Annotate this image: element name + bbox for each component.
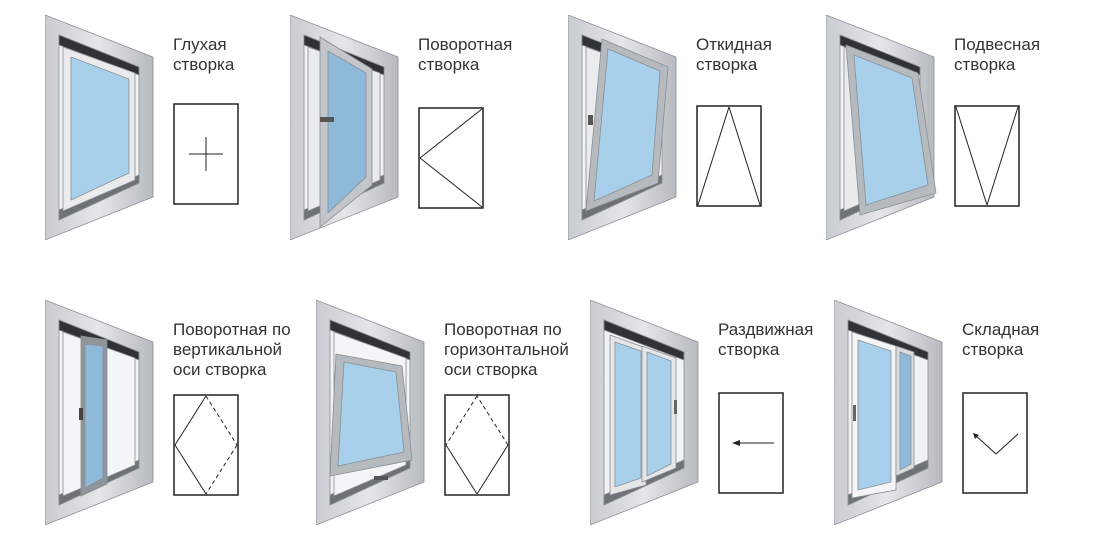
symbol-line: [205, 444, 238, 495]
folding-symbol-icon: [962, 392, 1028, 494]
symbol-frame: [696, 105, 762, 207]
turn-symbol-icon: [418, 107, 484, 209]
symbol-frame: [444, 394, 510, 496]
vertical-pivot-symbol-icon: [173, 394, 239, 496]
symbol-line: [174, 395, 207, 446]
window-illustration: [45, 15, 154, 240]
window-top-shadow: [603, 319, 685, 361]
glass: [337, 361, 405, 467]
window-type-sliding: Раздвижная створка: [590, 300, 850, 540]
window-type-turn: Поворотная створка: [290, 15, 550, 255]
window-type-label: Поворотная по горизонтальной оси створка: [444, 320, 569, 379]
window-type-label: Раздвижная створка: [718, 320, 814, 359]
glass-right: [646, 351, 672, 477]
symbol-line: [419, 108, 483, 159]
symbol-line: [955, 106, 988, 206]
symbol-line: [445, 395, 478, 446]
window-illustration: [568, 15, 677, 240]
horizontal-pivot-symbol-icon: [444, 394, 510, 496]
symbol-line: [476, 395, 509, 446]
symbol-line: [476, 444, 509, 495]
glass-left: [857, 339, 892, 491]
glass: [853, 54, 929, 206]
window-illustration: [826, 15, 937, 240]
glass: [327, 50, 367, 214]
window-illustration: [316, 300, 425, 525]
window-type-tilt: Откидная створка: [568, 15, 828, 255]
symbol-frame: [954, 105, 1020, 207]
window-type-label: Складная створка: [962, 320, 1040, 359]
glass: [70, 56, 130, 201]
symbol-line: [995, 433, 1019, 455]
symbol-line: [445, 444, 478, 495]
window-illustration: [290, 15, 399, 240]
handle-icon: [320, 117, 334, 122]
window-type-label: Глухая створка: [173, 35, 235, 74]
symbol-line: [986, 106, 1019, 206]
window-illustration: [45, 300, 154, 525]
window-type-hung: Подвесная створка: [826, 15, 1086, 255]
symbol-line: [697, 106, 730, 206]
symbol-frame: [418, 107, 484, 209]
symbol-line: [205, 395, 238, 446]
window-type-label: Поворотная створка: [418, 35, 513, 74]
handle-icon: [374, 476, 388, 480]
window-type-vertical-pivot: Поворотная по вертикальной оси створка: [45, 300, 305, 540]
window-type-horizontal-pivot: Поворотная по горизонтальной оси створка: [316, 300, 576, 540]
window-type-label: Поворотная по вертикальной оси створка: [173, 320, 291, 379]
symbol-frame: [173, 394, 239, 496]
handle-icon: [674, 400, 677, 414]
symbol-line: [728, 106, 761, 206]
hung-symbol-icon: [954, 105, 1020, 207]
window-top-shadow: [329, 319, 411, 361]
handle-icon: [853, 405, 856, 421]
window-top-shadow: [58, 34, 140, 76]
glass: [593, 48, 661, 202]
arrow-head-icon: [973, 433, 979, 439]
handle-icon: [588, 115, 593, 125]
glass-left: [614, 341, 642, 488]
window-type-label: Откидная створка: [696, 35, 772, 74]
plus-symbol-icon: [173, 103, 239, 205]
symbol-line: [419, 157, 483, 208]
window-type-label: Подвесная створка: [954, 35, 1041, 74]
window-top-shadow: [839, 34, 921, 76]
sliding-arrow-symbol-icon: [718, 392, 784, 494]
window-illustration: [590, 300, 699, 525]
symbol-frame: [962, 392, 1028, 494]
glass: [84, 343, 104, 489]
window-type-folding: Складная створка: [834, 300, 1094, 540]
glass-right: [899, 351, 912, 471]
window-type-fixed: Глухая створка: [45, 15, 305, 255]
window-illustration: [834, 300, 943, 525]
tilt-symbol-icon: [696, 105, 762, 207]
handle-icon: [79, 408, 83, 420]
symbol-line: [973, 433, 997, 455]
symbol-line: [174, 444, 207, 495]
arrow-left-icon: [732, 440, 740, 446]
